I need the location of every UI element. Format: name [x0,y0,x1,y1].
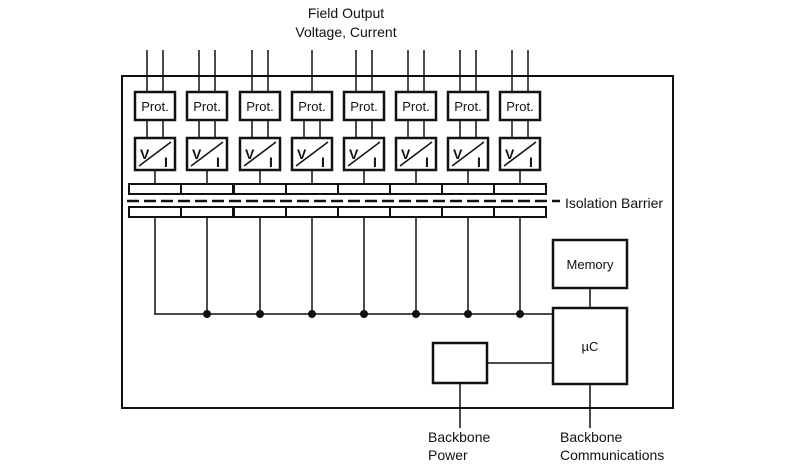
channel-1-protection-block [133,90,177,122]
channel-7-protection-block [446,90,490,122]
channel-3-protection-block [238,90,282,122]
backbone-power-label-line1: Backbone [428,429,490,445]
channel-7-isolator-top-plate [441,183,495,195]
channel-6-protection-block [394,90,438,122]
channel-6-isolator-top-plate [389,183,443,195]
channel-5-current-symbol: I [373,154,377,170]
channel-1-protection-label: Prot. [141,99,168,114]
channel-4-isolator-bottom-plate [285,206,339,218]
channel-4-voltage-symbol: V [297,146,307,162]
channel-2-voltage-symbol: V [192,146,202,162]
channel-5-isolator-bottom-plate [337,206,391,218]
channel-5-voltage-symbol: V [349,146,359,162]
channel-2-protection-block [185,90,229,122]
channel-8-voltage-symbol: V [505,146,515,162]
backbone-comms-label-line1: Backbone [560,429,622,445]
microcontroller-label: µC [582,339,599,354]
channel-5-isolator-top-plate [337,183,391,195]
channel-3-vi-diagonal [243,141,277,167]
channel-7-vi-diagonal [451,141,485,167]
channel-8-protection-block [498,90,542,122]
channel-3-isolator-top-plate [233,183,287,195]
backbone-comms-label-line2: Communications [560,447,664,463]
channel-3-current-symbol: I [269,154,273,170]
channel-4-current-symbol: I [321,154,325,170]
channel-2-protection-label: Prot. [193,99,220,114]
channel-1-current-symbol: I [164,154,168,170]
channel-6-vi-diagonal [399,141,433,167]
channel-7-current-symbol: I [477,154,481,170]
memory-label: Memory [567,257,614,272]
channel-5-protection-block [342,90,386,122]
field-output-label-line1: Field Output [308,5,384,21]
channel-8-isolator-top-plate [493,183,547,195]
channel-2-isolator-bottom-plate [180,206,234,218]
channel-5-vi-diagonal [347,141,381,167]
channel-5-protection-label: Prot. [350,99,377,114]
channel-1-isolator-bottom-plate [128,206,182,218]
isolation-barrier-label: Isolation Barrier [565,195,663,211]
channel-6-current-symbol: I [425,154,429,170]
channel-1-voltage-symbol: V [140,146,150,162]
channel-3-voltage-symbol: V [245,146,255,162]
channel-8-current-symbol: I [529,154,533,170]
channel-4-protection-block [290,90,334,122]
channel-8-vi-diagonal [503,141,537,167]
channel-4-vi-diagonal [295,141,329,167]
channel-7-isolator-bottom-plate [441,206,495,218]
backbone-power-label-line2: Power [428,447,468,463]
channel-8-isolator-bottom-plate [493,206,547,218]
channel-6-protection-label: Prot. [402,99,429,114]
channel-7-protection-label: Prot. [454,99,481,114]
field-output-label-line2: Voltage, Current [295,24,396,40]
channel-2-vi-diagonal [190,141,224,167]
module-enclosure [121,75,674,409]
channel-2-isolator-top-plate [180,183,234,195]
channel-1-vi-diagonal [138,141,172,167]
channel-3-protection-label: Prot. [246,99,273,114]
channel-8-protection-label: Prot. [506,99,533,114]
channel-4-isolator-top-plate [285,183,339,195]
channel-1-isolator-top-plate [128,183,182,195]
channel-2-current-symbol: I [216,154,220,170]
channel-6-voltage-symbol: V [401,146,411,162]
channel-6-isolator-bottom-plate [389,206,443,218]
channel-4-protection-label: Prot. [298,99,325,114]
channel-7-voltage-symbol: V [453,146,463,162]
power-supply-block [431,341,489,385]
channel-3-isolator-bottom-plate [233,206,287,218]
